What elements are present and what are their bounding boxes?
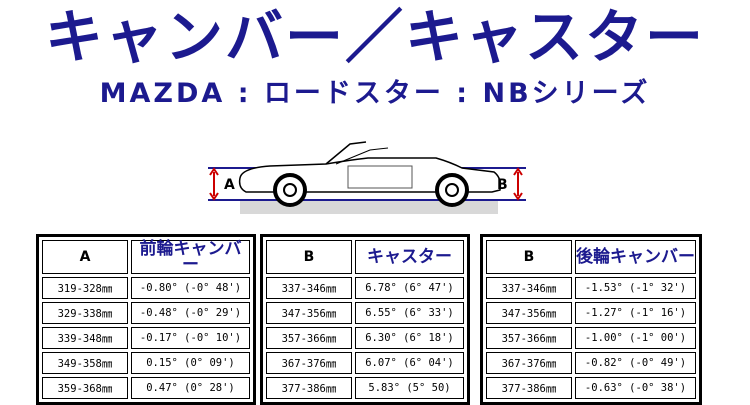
table-row: 347-356㎜-1.27° (-1° 16') (486, 302, 696, 324)
table-row: 377-386㎜-0.63° (-0° 38') (486, 377, 696, 399)
value-cell: -1.27° (-1° 16') (575, 302, 696, 324)
b-arrow-head-bottom (513, 192, 523, 201)
a-label: A (224, 177, 235, 193)
value-cell: 6.55° (6° 33') (355, 302, 464, 324)
windshield (325, 141, 367, 165)
page-title: キャンバー／キャスター (44, 3, 705, 71)
height-cell: 337-346㎜ (486, 277, 572, 299)
a-arrow-head-bottom (209, 192, 219, 201)
rear-camber-table: B 後輪キャンバー 337-346㎜-1.53° (-1° 32') 347-3… (480, 234, 702, 405)
value-cell: -1.53° (-1° 32') (575, 277, 696, 299)
height-cell: 319-328㎜ (42, 277, 128, 299)
col-height-a: A (42, 240, 128, 274)
rear-wheel-hub (445, 183, 459, 197)
value-cell: 5.83° (5° 50) (355, 377, 464, 399)
value-cell: -0.48° (-0° 29') (131, 302, 250, 324)
table-header-row: B キャスター (266, 240, 464, 274)
table-row: 357-366㎜-1.00° (-1° 00') (486, 327, 696, 349)
table-row: 337-346㎜-1.53° (-1° 32') (486, 277, 696, 299)
front-camber-table: A 前輪キャンバー 319-328㎜-0.80° (-0° 48') 329-3… (36, 234, 256, 405)
height-cell: 377-386㎜ (486, 377, 572, 399)
col-height-b: B (266, 240, 352, 274)
col-front-camber: 前輪キャンバー (131, 240, 250, 274)
value-cell: -1.00° (-1° 00') (575, 327, 696, 349)
height-cell: 367-376㎜ (266, 352, 352, 374)
b-arrow-head-top (513, 167, 523, 176)
height-cell: 367-376㎜ (486, 352, 572, 374)
col-height-b: B (486, 240, 572, 274)
height-cell: 329-338㎜ (42, 302, 128, 324)
height-cell: 347-356㎜ (266, 302, 352, 324)
soft-top (335, 147, 389, 165)
height-cell: 359-368㎜ (42, 377, 128, 399)
car-diagram: A B (208, 141, 526, 214)
height-cell: 337-346㎜ (266, 277, 352, 299)
height-cell: 347-356㎜ (486, 302, 572, 324)
col-rear-camber: 後輪キャンバー (575, 240, 696, 274)
value-cell: -0.63° (-0° 38') (575, 377, 696, 399)
value-cell: 0.47° (0° 28') (131, 377, 250, 399)
table-row: 329-338㎜-0.48° (-0° 29') (42, 302, 250, 324)
value-cell: 6.78° (6° 47') (355, 277, 464, 299)
front-wheel-hub (283, 183, 297, 197)
table-row: 319-328㎜-0.80° (-0° 48') (42, 277, 250, 299)
page-subtitle: MAZDA : ロードスター : NBシリーズ (99, 78, 651, 109)
b-label: B (497, 177, 508, 193)
table-row: 367-376㎜-0.82° (-0° 49') (486, 352, 696, 374)
door-outline (347, 165, 413, 189)
height-cell: 339-348㎜ (42, 327, 128, 349)
value-cell: -0.17° (-0° 10') (131, 327, 250, 349)
table-header-row: A 前輪キャンバー (42, 240, 250, 274)
ground-strip (240, 200, 498, 214)
value-cell: -0.82° (-0° 49') (575, 352, 696, 374)
value-cell: -0.80° (-0° 48') (131, 277, 250, 299)
col-caster: キャスター (355, 240, 464, 274)
height-cell: 349-358㎜ (42, 352, 128, 374)
a-arrow-head-top (209, 167, 219, 176)
value-cell: 6.07° (6° 04') (355, 352, 464, 374)
height-cell: 377-386㎜ (266, 377, 352, 399)
value-cell: 6.30° (6° 18') (355, 327, 464, 349)
table-row: 339-348㎜-0.17° (-0° 10') (42, 327, 250, 349)
height-cell: 357-366㎜ (266, 327, 352, 349)
table-header-row: B 後輪キャンバー (486, 240, 696, 274)
height-cell: 357-366㎜ (486, 327, 572, 349)
value-cell: 0.15° (0° 09') (131, 352, 250, 374)
